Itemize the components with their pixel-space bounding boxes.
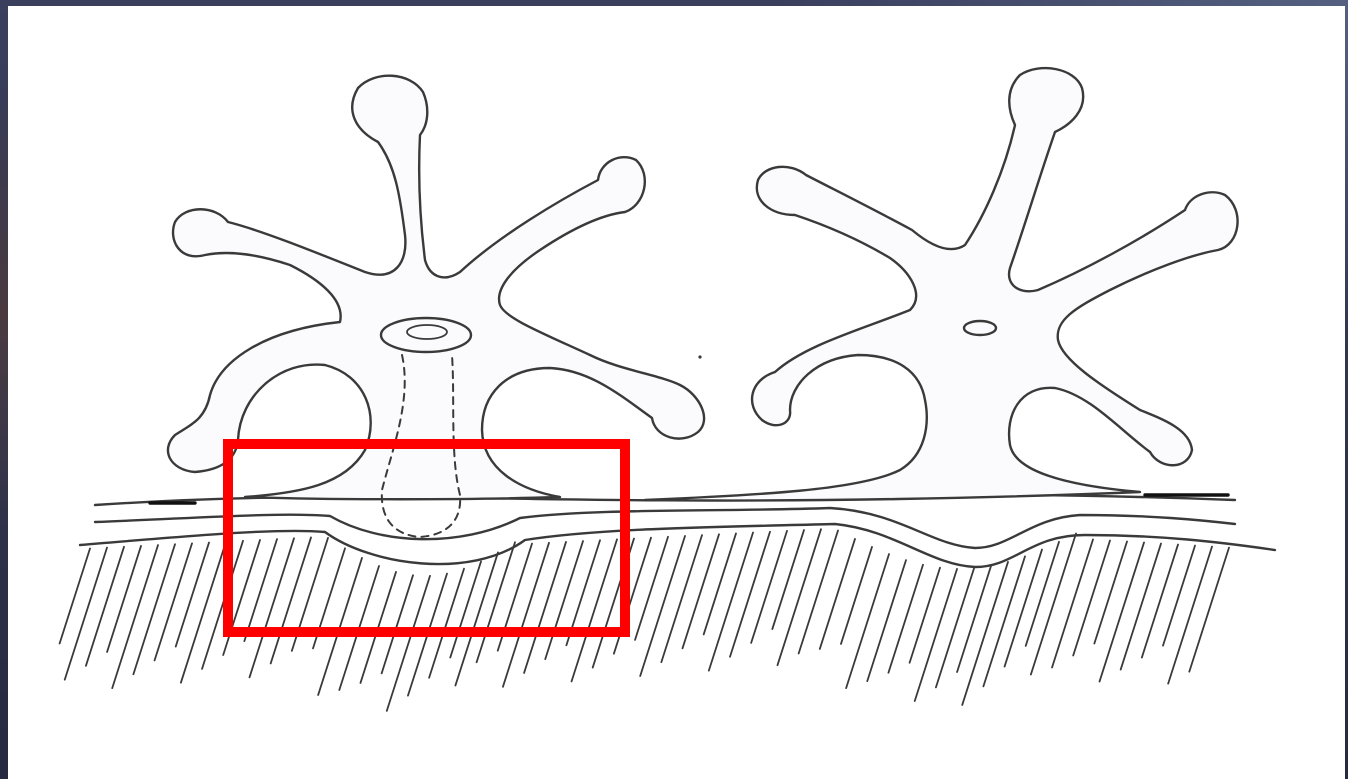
hatch-line (202, 541, 243, 669)
hatch-line (244, 539, 277, 641)
hatch-line (429, 569, 464, 678)
hatch-line (1005, 550, 1042, 667)
hatch-line (133, 544, 175, 674)
hatch-line (730, 532, 770, 657)
hatch-line (846, 554, 889, 688)
hatch-line (1121, 544, 1161, 670)
hatch-line (250, 538, 294, 677)
hatch-line (65, 548, 107, 680)
hatch-line (936, 568, 974, 687)
substrate-hatching (60, 529, 1229, 711)
right-cell (645, 68, 1238, 500)
hatch-line (155, 543, 192, 660)
hatch-line (772, 530, 804, 629)
hatch-line (1031, 534, 1076, 675)
diagram-panel (8, 6, 1345, 779)
hatch-line (751, 531, 787, 643)
hatch-line (799, 531, 838, 654)
hatch-line (545, 541, 583, 659)
left-cell-body (168, 76, 704, 500)
hatch-line (387, 576, 430, 711)
right-cell-body (645, 68, 1238, 500)
hatch-line (318, 558, 362, 695)
hatch-line (382, 575, 413, 673)
hatch-line (1100, 543, 1144, 682)
hatch-line (777, 529, 821, 665)
hatch-line (704, 533, 736, 634)
hatch-line (1026, 542, 1059, 646)
hatch-line (176, 543, 209, 647)
hatch-line (820, 539, 855, 649)
hatch-line (1094, 542, 1127, 644)
hatch-line (524, 542, 566, 673)
hatch-line (1142, 545, 1178, 658)
hatch-line (1052, 539, 1093, 667)
hatch-line (709, 533, 753, 671)
hatch-line (1168, 547, 1212, 684)
hatch-line (841, 547, 872, 644)
hatch-line (1189, 548, 1229, 672)
hatch-line (683, 534, 719, 648)
hatch-line (271, 537, 311, 663)
hatch-line (867, 560, 906, 681)
diagram-svg (8, 6, 1345, 779)
hatch-line (450, 561, 481, 657)
hatch-line (640, 536, 685, 676)
hatch-line (86, 547, 124, 666)
hatch-line (1073, 541, 1110, 656)
hatch-line (60, 549, 90, 644)
hatch-line (915, 569, 957, 701)
hatch-line (107, 546, 141, 652)
hatch-line (957, 566, 991, 672)
hatch-line (635, 537, 668, 640)
hatch-line (661, 535, 702, 662)
stray-dot (698, 355, 701, 358)
hatch-line (910, 568, 940, 663)
membrane-layers (80, 495, 1275, 567)
hatch-line (1163, 546, 1195, 646)
hatch-line (888, 565, 923, 673)
